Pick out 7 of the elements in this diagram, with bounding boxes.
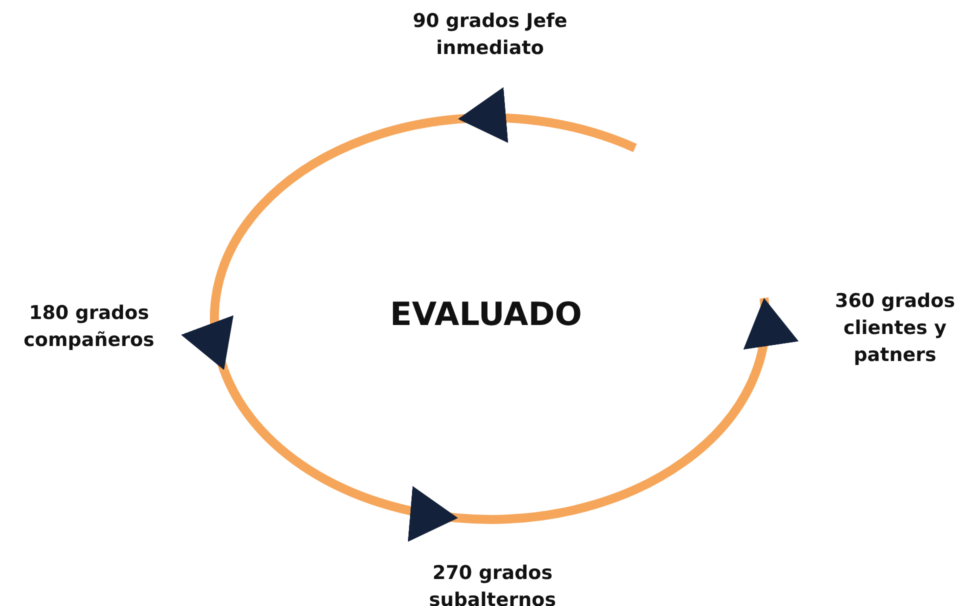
step-label: 180 grados compañeros (4, 300, 174, 354)
arrow (220, 368, 459, 540)
step-label: 270 grados subalternos (400, 560, 585, 606)
arrow (184, 114, 459, 372)
step-label: 90 grados Jefe inmediato (395, 8, 585, 62)
arrow (458, 88, 637, 152)
step-label: 360 grados clientes y patners (815, 288, 975, 369)
